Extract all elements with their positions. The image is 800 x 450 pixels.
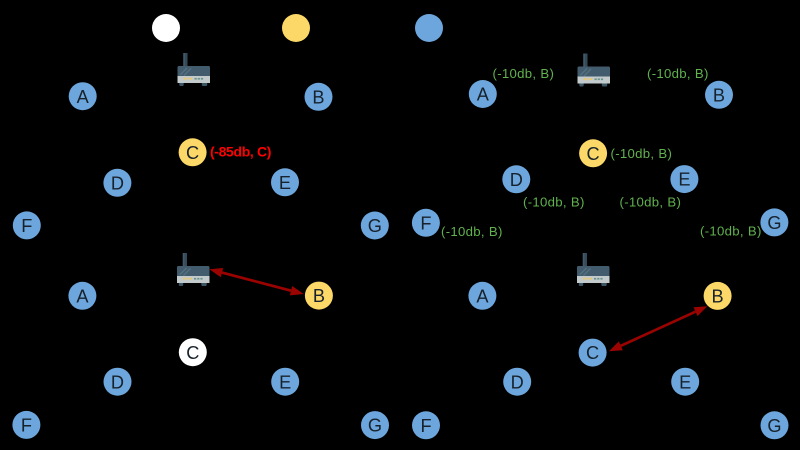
svg-text:B: B	[712, 287, 724, 307]
svg-text:A: A	[76, 286, 89, 306]
svg-text:F: F	[21, 216, 32, 236]
svg-text:B: B	[313, 286, 325, 306]
svg-text:B: B	[713, 85, 725, 105]
svg-text:D: D	[510, 170, 523, 190]
svg-text:(-10db, B): (-10db, B)	[647, 66, 709, 81]
svg-text:G: G	[767, 213, 781, 233]
svg-text:C: C	[186, 343, 199, 363]
svg-text:(-10db, B): (-10db, B)	[493, 66, 555, 81]
svg-text:D: D	[511, 372, 524, 392]
svg-text:B: B	[312, 87, 324, 107]
svg-text:E: E	[678, 170, 690, 190]
svg-text:(-10db, B): (-10db, B)	[523, 194, 585, 209]
svg-text:(-10db, B): (-10db, B)	[620, 194, 682, 209]
svg-text:(-10db, B): (-10db, B)	[441, 224, 503, 239]
svg-text:E: E	[279, 372, 291, 392]
svg-text:F: F	[420, 213, 431, 233]
svg-text:G: G	[368, 216, 382, 236]
svg-text:G: G	[368, 416, 382, 436]
svg-text:D: D	[111, 173, 124, 193]
svg-text:(-10db, B): (-10db, B)	[700, 223, 762, 238]
svg-text:D: D	[111, 372, 124, 392]
svg-text:A: A	[77, 87, 90, 107]
svg-text:C: C	[586, 343, 599, 363]
svg-text:F: F	[420, 416, 431, 436]
svg-text:E: E	[279, 173, 291, 193]
svg-text:C: C	[186, 143, 199, 163]
svg-text:C: C	[587, 144, 600, 164]
svg-text:(-10db, B): (-10db, B)	[611, 146, 673, 161]
svg-text:E: E	[679, 372, 691, 392]
svg-text:A: A	[476, 286, 489, 306]
svg-text:F: F	[21, 416, 32, 436]
svg-text:(-85db, C): (-85db, C)	[210, 143, 271, 159]
svg-text:A: A	[477, 85, 490, 105]
svg-text:G: G	[767, 416, 781, 436]
